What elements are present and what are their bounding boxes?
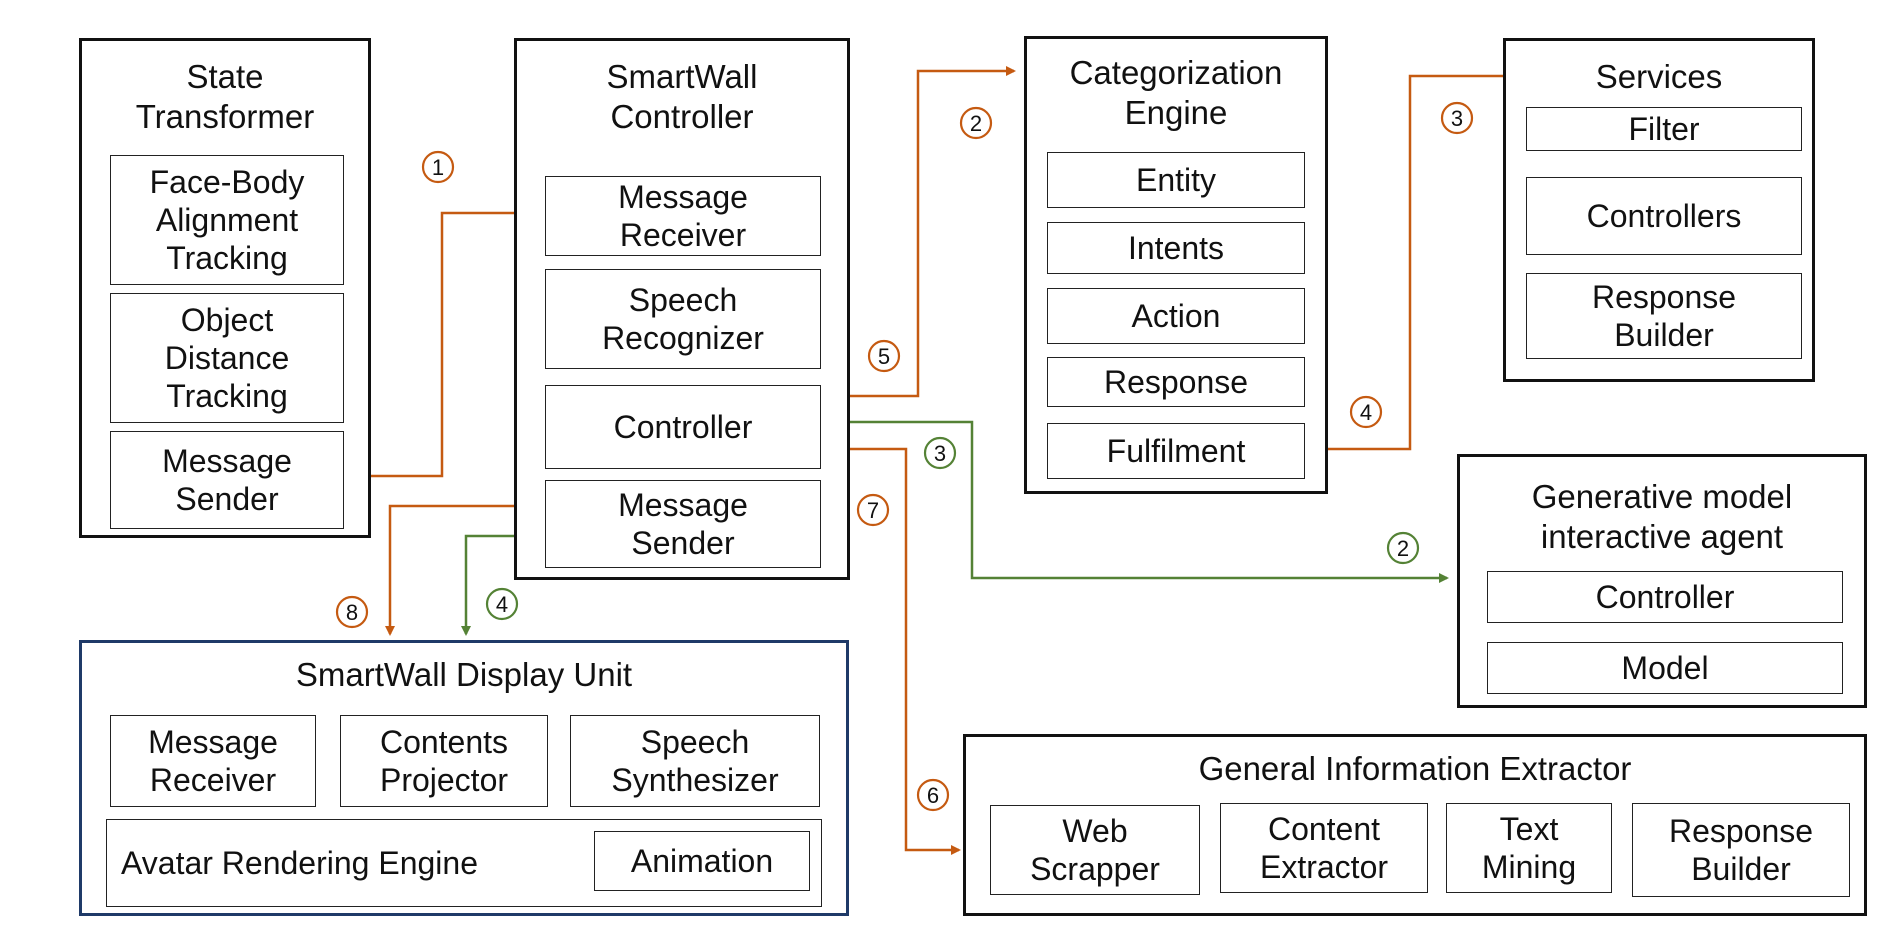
orange-step-badge xyxy=(959,106,993,140)
services-response-builder: Response Builder xyxy=(1526,273,1802,359)
orange-step-badge xyxy=(867,339,901,373)
flow-3-4-fulfilment-services xyxy=(1301,71,1518,454)
general-information-extractor-box: General Information Extractor Web Scrapp… xyxy=(963,734,1867,916)
agent-controller: Controller xyxy=(1487,571,1843,623)
speech-synthesizer: Speech Synthesizer xyxy=(570,715,820,807)
display-unit-title: SmartWall Display Unit xyxy=(295,656,633,693)
controller-core: Controller xyxy=(545,385,821,469)
smartwall-controller-title: SmartWall Controller xyxy=(606,58,758,135)
action-module: Action xyxy=(1047,288,1305,344)
controller-message-receiver: Message Receiver xyxy=(545,176,821,256)
orange-step-badge xyxy=(421,150,455,184)
orange-step-badge xyxy=(335,595,369,629)
fulfilment-module: Fulfilment xyxy=(1047,423,1305,479)
categorization-engine-box: Categorization Engine Entity Intents Act… xyxy=(1024,36,1328,494)
green-step-badge xyxy=(923,436,957,470)
display-message-receiver: Message Receiver xyxy=(110,715,316,807)
state-transformer-box: State Transformer Face-Body Alignment Tr… xyxy=(79,38,371,538)
orange-step-badge xyxy=(1349,395,1383,429)
flow-1-sender-to-receiver xyxy=(339,208,543,478)
orange-step-label: 3 xyxy=(1451,106,1463,131)
intents-module: Intents xyxy=(1047,222,1305,274)
contents-projector: Contents Projector xyxy=(340,715,548,807)
orange-step-label: 2 xyxy=(970,111,982,136)
green-step-label: 3 xyxy=(934,441,946,466)
generative-agent-box: Generative model interactive agent Contr… xyxy=(1457,454,1867,708)
services-title: Services xyxy=(1595,58,1723,95)
face-body-alignment-tracking: Face-Body Alignment Tracking xyxy=(110,155,344,285)
smartwall-display-unit-box: SmartWall Display Unit Message Receiver … xyxy=(79,640,849,916)
response-module: Response xyxy=(1047,357,1305,407)
orange-step-badge xyxy=(916,778,950,812)
text-mining: Text Mining xyxy=(1446,803,1612,893)
green-step-label: 2 xyxy=(1397,536,1409,561)
orange-step-label: 8 xyxy=(346,600,358,625)
generative-agent-title: Generative model interactive agent xyxy=(1531,478,1793,555)
web-scrapper: Web Scrapper xyxy=(990,805,1200,895)
smartwall-controller-box: SmartWall Controller Message Receiver Sp… xyxy=(514,38,850,580)
filter-module: Filter xyxy=(1526,107,1802,151)
speech-recognizer: Speech Recognizer xyxy=(545,269,821,369)
flow-green-2-3-controller-agent xyxy=(822,417,1449,583)
agent-model: Model xyxy=(1487,642,1843,694)
extractor-response-builder: Response Builder xyxy=(1632,803,1850,897)
services-controllers: Controllers xyxy=(1526,177,1802,255)
green-step-badge xyxy=(1386,531,1420,565)
state-transformer-title: State Transformer xyxy=(135,58,315,135)
entity-module: Entity xyxy=(1047,152,1305,208)
categorization-engine-title: Categorization Engine xyxy=(1069,54,1283,131)
content-extractor: Content Extractor xyxy=(1220,803,1428,893)
object-distance-tracking: Object Distance Tracking xyxy=(110,293,344,423)
state-message-sender: Message Sender xyxy=(110,431,344,529)
animation-module: Animation xyxy=(594,831,810,891)
flow-2-5-controller-categorization xyxy=(822,66,1016,401)
orange-step-label: 6 xyxy=(927,783,939,808)
green-step-label: 4 xyxy=(496,592,508,617)
orange-step-badge xyxy=(1440,101,1474,135)
info-extractor-title: General Information Extractor xyxy=(1198,750,1632,787)
orange-step-label: 7 xyxy=(867,498,879,523)
orange-step-label: 4 xyxy=(1360,400,1372,425)
orange-step-badge xyxy=(856,493,890,527)
flow-8-sender-to-display xyxy=(385,504,541,636)
controller-message-sender: Message Sender xyxy=(545,480,821,568)
orange-step-label: 1 xyxy=(432,155,444,180)
orange-step-label: 5 xyxy=(878,344,890,369)
services-box: Services Filter Controllers Response Bui… xyxy=(1503,38,1815,382)
green-step-badge xyxy=(485,587,519,621)
